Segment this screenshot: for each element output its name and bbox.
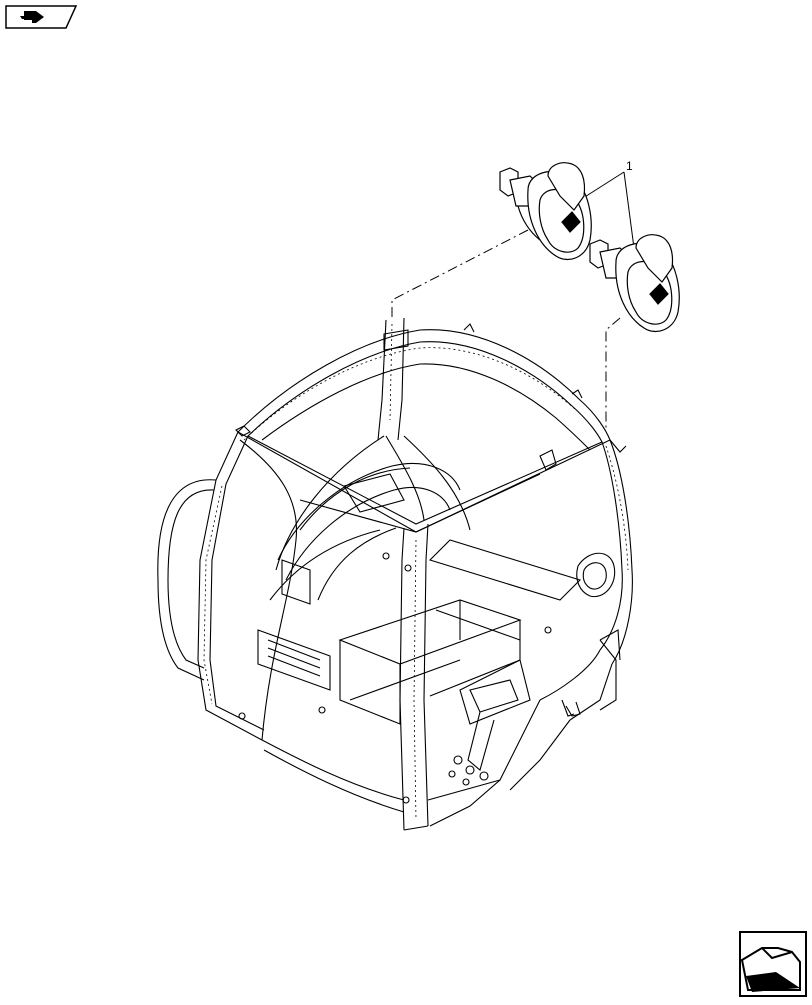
previous-page-arrow-icon[interactable] <box>5 5 78 29</box>
next-page-arrow-icon[interactable] <box>739 931 807 997</box>
latch-part-lower <box>589 234 680 333</box>
assembly-lines <box>391 229 621 430</box>
cab-frame <box>157 317 633 831</box>
frame-seams <box>203 323 629 821</box>
callout-number-1: 1 <box>626 159 633 173</box>
callout-leaders <box>579 171 635 249</box>
latch-part-upper <box>499 162 592 261</box>
